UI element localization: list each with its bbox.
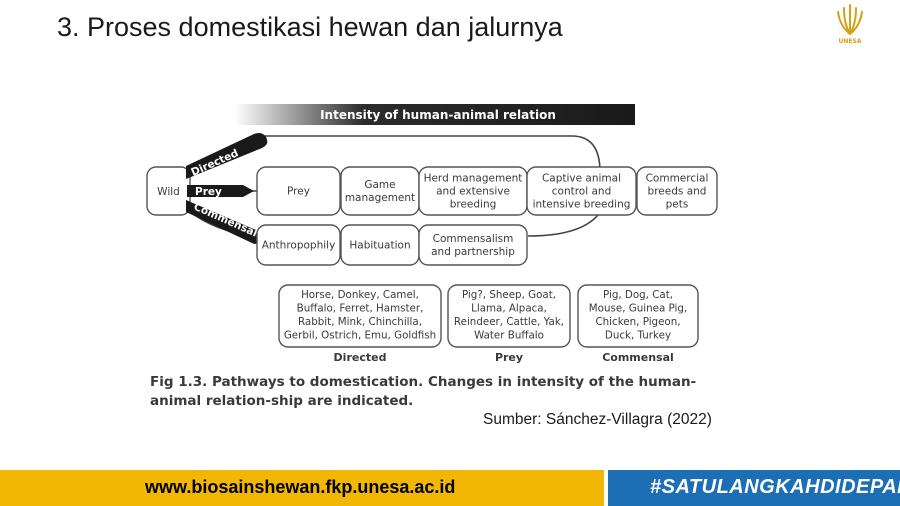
node-anthropophily: Anthropophily: [256, 224, 341, 266]
group-commensal-label: Commensal: [602, 351, 674, 364]
group-commensal-animals: Pig, Dog, Cat,Mouse, Guinea Pig,Chicken,…: [589, 289, 687, 342]
domestication-pathway-diagram: Intensity of human-animal relation Wild …: [146, 104, 718, 364]
footer-bar-yellow: [0, 470, 606, 506]
group-directed-label: Directed: [334, 351, 387, 364]
node-habituation-label: Habituation: [349, 240, 410, 252]
pathway-prey: Prey: [187, 185, 254, 198]
footer-separator: [604, 470, 608, 506]
source-citation: Sumber: Sánchez-Villagra (2022): [483, 411, 712, 428]
group-prey: Pig?, Sheep, Goat,Llama, Alpaca,Reindeer…: [447, 284, 571, 364]
group-commensal: Pig, Dog, Cat,Mouse, Guinea Pig,Chicken,…: [577, 284, 699, 364]
node-anthropophily-label: Anthropophily: [262, 240, 336, 252]
wild-node-label: Wild: [157, 186, 180, 198]
logo-text: UNESA: [839, 38, 862, 45]
pathway-prey-label: Prey: [195, 186, 222, 198]
group-directed-animals: Horse, Donkey, Camel,Buffalo, Ferret, Ha…: [284, 289, 436, 342]
unesa-logo: UNESA: [837, 4, 863, 45]
pathway-commensal: Commensal: [186, 200, 262, 244]
figure-caption: Fig 1.3. Pathways to domestication. Chan…: [150, 374, 697, 409]
intensity-banner-label: Intensity of human-animal relation: [320, 108, 556, 122]
intensity-banner: [235, 104, 635, 125]
node-habituation: Habituation: [340, 224, 420, 266]
group-directed: Horse, Donkey, Camel,Buffalo, Ferret, Ha…: [278, 284, 442, 364]
footer-bar-blue: [606, 470, 900, 506]
node-prey: Prey: [256, 166, 341, 216]
group-prey-label: Prey: [495, 351, 523, 364]
footer-website-link[interactable]: www.biosainshewan.fkp.unesa.ac.id: [145, 477, 456, 497]
node-prey-label: Prey: [287, 186, 310, 198]
footer-tagline: #SATULANGKAHDIDEPAN: [650, 476, 900, 498]
group-prey-animals: Pig?, Sheep, Goat,Llama, Alpaca,Reindeer…: [454, 289, 564, 342]
pathway-directed: Directed: [186, 133, 268, 179]
logo-emblem-icon: [837, 4, 863, 35]
slide-title: 3. Proses domestikasi hewan dan jalurnya: [57, 12, 563, 42]
